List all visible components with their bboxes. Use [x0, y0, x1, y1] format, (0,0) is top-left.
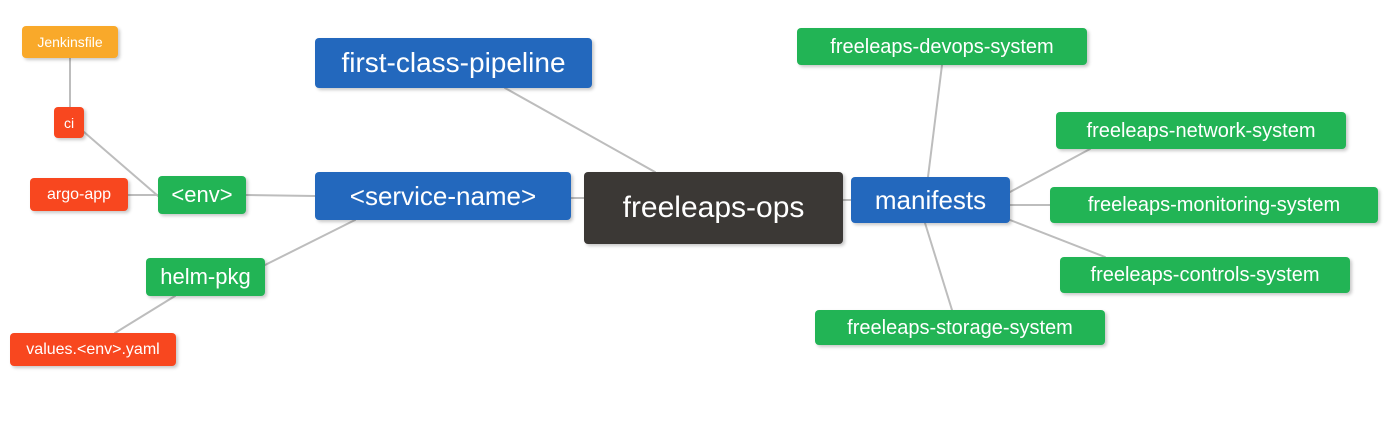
node-label: Jenkinsfile — [37, 34, 103, 50]
node-label: <service-name> — [349, 181, 537, 211]
node-service-name[interactable]: <service-name> — [315, 172, 571, 220]
node-argo-app[interactable]: argo-app — [30, 178, 128, 211]
node-freeleaps-devops-system[interactable]: freeleaps-devops-system — [797, 28, 1087, 65]
node-freeleaps-monitoring-system[interactable]: freeleaps-monitoring-system — [1050, 187, 1378, 223]
node-label: ci — [63, 114, 75, 131]
node-helm-pkg[interactable]: helm-pkg — [146, 258, 265, 296]
edge-manifests-to-freeleaps-devops-system — [927, 64, 943, 178]
node-label: <env> — [171, 182, 233, 207]
node-label: helm-pkg — [160, 264, 251, 289]
edge-env-to-service-name — [245, 194, 316, 197]
edge-service-name-to-helm-pkg — [264, 219, 356, 266]
node-label: freeleaps-ops — [622, 191, 805, 224]
edge-first-class-pipeline-to-freeleaps-ops — [504, 87, 656, 173]
node-ci[interactable]: ci — [54, 107, 84, 138]
node-freeleaps-ops[interactable]: freeleaps-ops — [584, 172, 843, 244]
node-freeleaps-storage-system[interactable]: freeleaps-storage-system — [815, 310, 1105, 345]
node-freeleaps-network-system[interactable]: freeleaps-network-system — [1056, 112, 1346, 149]
edge-helm-pkg-to-values-yaml — [114, 295, 176, 334]
node-manifests[interactable]: manifests — [851, 177, 1010, 223]
node-first-class-pipeline[interactable]: first-class-pipeline — [315, 38, 592, 88]
edge-manifests-to-freeleaps-storage-system — [924, 222, 953, 311]
edge-manifests-to-freeleaps-controls-system — [1009, 219, 1106, 258]
node-label: values.<env>.yaml — [26, 340, 160, 358]
node-values-yaml[interactable]: values.<env>.yaml — [10, 333, 176, 366]
edge-manifests-to-freeleaps-network-system — [1009, 148, 1091, 193]
node-label: freeleaps-storage-system — [847, 316, 1073, 339]
node-label: freeleaps-devops-system — [830, 35, 1054, 58]
node-label: freeleaps-network-system — [1086, 119, 1316, 142]
node-label: manifests — [874, 185, 987, 215]
node-label: first-class-pipeline — [341, 47, 566, 78]
node-label: freeleaps-controls-system — [1090, 264, 1320, 286]
node-jenkinsfile[interactable]: Jenkinsfile — [22, 26, 118, 58]
node-env[interactable]: <env> — [158, 176, 246, 214]
node-freeleaps-controls-system[interactable]: freeleaps-controls-system — [1060, 257, 1350, 293]
node-label: freeleaps-monitoring-system — [1087, 194, 1341, 216]
node-label: argo-app — [46, 185, 112, 203]
